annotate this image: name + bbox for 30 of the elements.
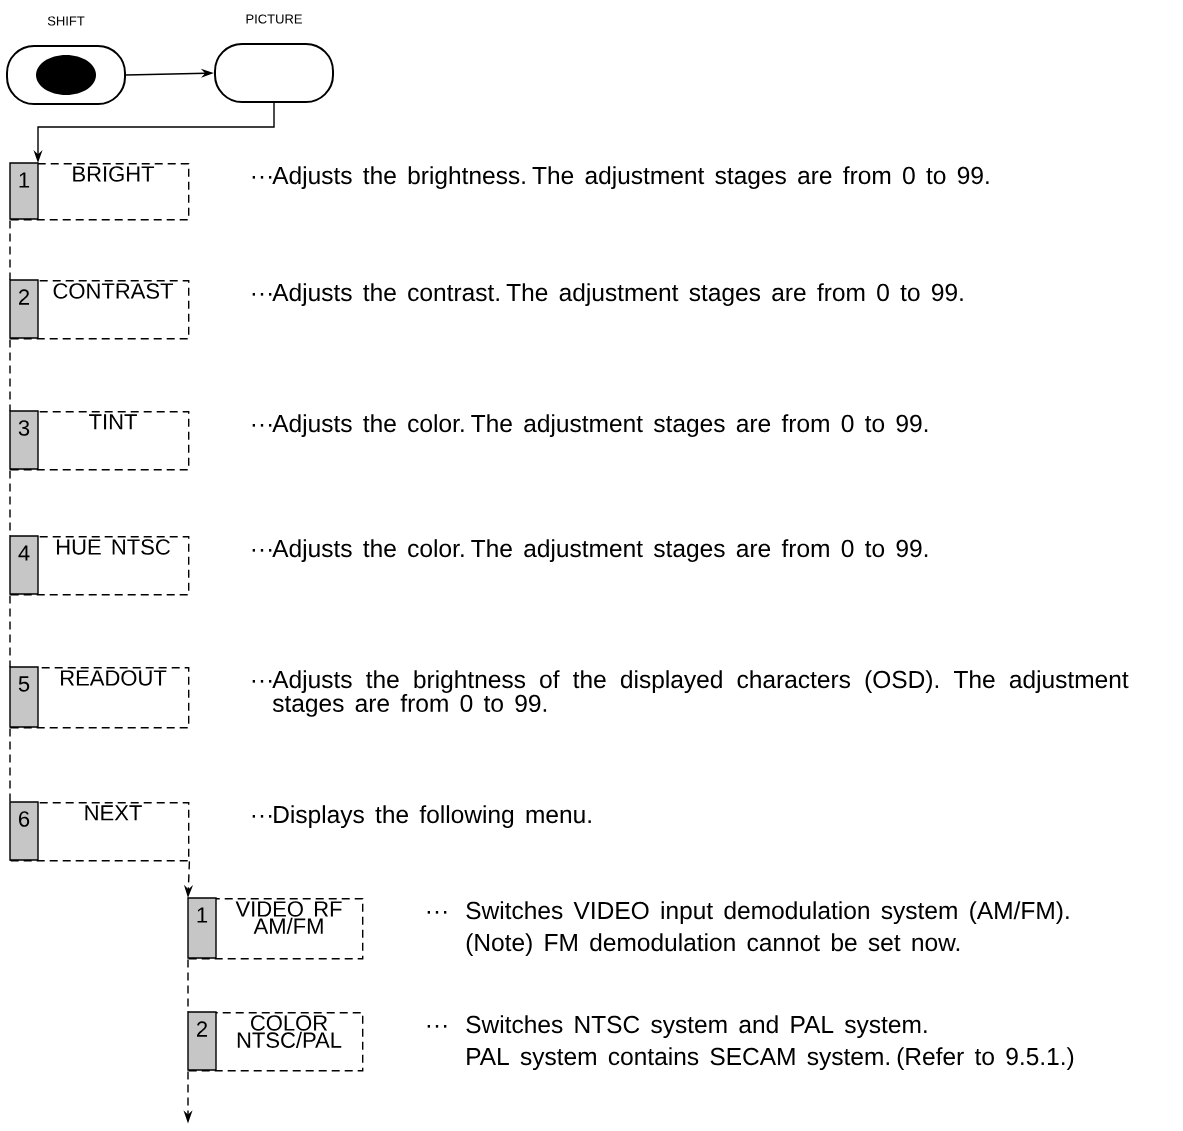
- menu-box: 3 TINT: [9, 410, 190, 471]
- node-label: PICTURE: [246, 14, 302, 24]
- description-text: Adjusts the color. The adjustment stages are from 0 to 99.: [272, 539, 928, 563]
- menu-box: 2 COLOR NTSC/PAL: [187, 1011, 364, 1072]
- description-text: Adjusts the brightness. The adjustment stages are from 0 to 99.: [272, 166, 989, 190]
- menu-box: 6 NEXT: [9, 801, 190, 862]
- menu-box: 1 VIDEO RF AM/FM: [187, 897, 364, 960]
- description-text: Switches VIDEO input demodulation system (AM/FM).: [466, 901, 1069, 925]
- description-text: Adjusts the brightness of the displayed characters (OSD). The adjustment stages are from 0 to 99.: [272, 670, 1129, 717]
- menu-box: 2 CONTRAST: [9, 279, 190, 340]
- leader-dots: ···: [252, 424, 272, 427]
- description-text: Adjusts the contrast. The adjustment stages are from 0 to 99.: [272, 283, 963, 307]
- menu-box: 1 BRIGHT: [9, 162, 190, 221]
- description-text: (Note) FM demodulation cannot be set now.: [466, 933, 960, 956]
- menu-box: 5 READOUT: [9, 666, 190, 729]
- description-text: Adjusts the color. The adjustment stages are from 0 to 99.: [272, 414, 928, 438]
- leader-dots: ···: [427, 1025, 447, 1028]
- leader-dots: ···: [252, 293, 272, 296]
- leader-dots: ···: [252, 549, 272, 552]
- push-button: SHIFT: [6, 16, 126, 105]
- description-text: Displays the following menu.: [274, 805, 591, 829]
- menu-box: 4 HUE NTSC: [9, 535, 190, 596]
- description-text: Switches NTSC system and PAL system.: [466, 1015, 927, 1039]
- description-text: PAL system contains SECAM system. (Refer to 9.5.1.): [467, 1047, 1074, 1071]
- node-label: SHIFT: [47, 16, 85, 26]
- leader-dots: ···: [252, 680, 272, 683]
- push-button: PICTURE: [214, 14, 334, 103]
- leader-dots: ···: [252, 176, 272, 179]
- leader-dots: ···: [252, 815, 272, 818]
- leader-dots: ···: [427, 911, 447, 914]
